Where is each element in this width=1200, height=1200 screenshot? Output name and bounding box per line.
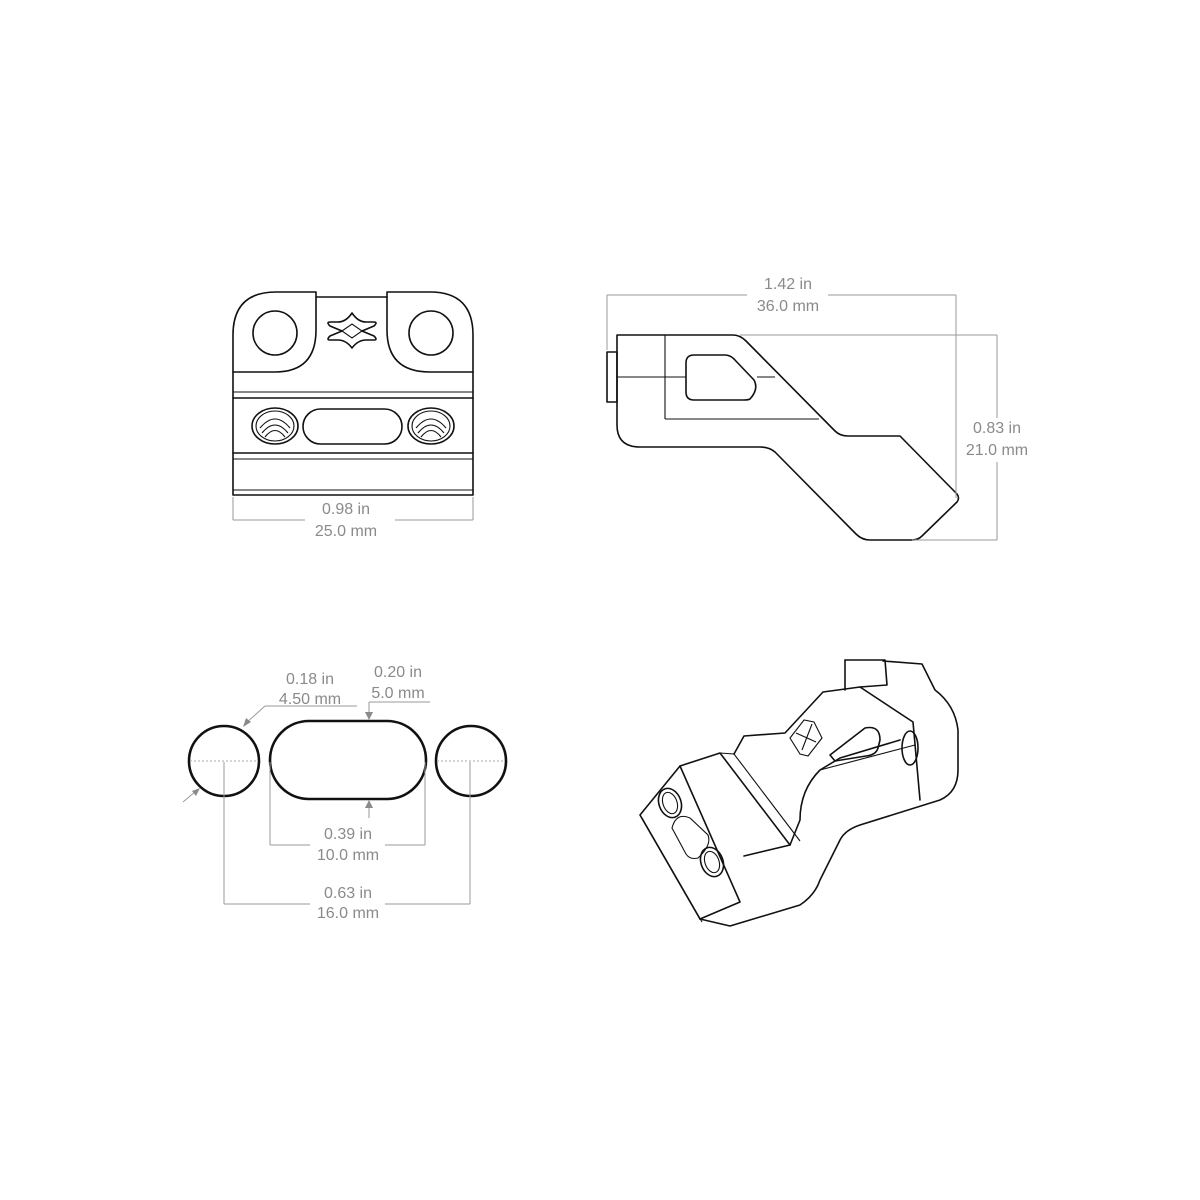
front-view: 0.98 in 25.0 mm (232, 291, 474, 540)
side-length-mm: 36.0 mm (757, 298, 819, 315)
hole-right (434, 724, 508, 798)
threaded-hole-right (407, 407, 455, 445)
threaded-hole-left (251, 407, 299, 445)
isometric-view (639, 659, 959, 927)
logo-icon (327, 312, 377, 349)
hole-spacing-in: 0.63 in (324, 885, 372, 902)
slot-width-dimension: 0.20 in 5.0 mm (365, 664, 430, 818)
side-height-in: 0.83 in (973, 420, 1021, 437)
hole-diameter-dimension: 0.18 in 4.50 mm (182, 671, 357, 803)
side-height-mm: 21.0 mm (966, 442, 1028, 459)
hole-spacing-mm: 16.0 mm (317, 905, 379, 922)
slot-length-dimension: 0.39 in 10.0 mm (269, 762, 426, 864)
hole-dia-in: 0.18 in (286, 671, 334, 688)
side-length-in: 1.42 in (764, 276, 812, 293)
front-width-mm: 25.0 mm (315, 523, 377, 540)
hole-spacing-dimension: 0.63 in 16.0 mm (223, 762, 471, 922)
iso-threaded-hole-bottom (699, 846, 725, 878)
side-length-dimension: 1.42 in 36.0 mm (606, 276, 957, 498)
front-width-in: 0.98 in (322, 501, 370, 518)
side-view: 1.42 in 36.0 mm 0.83 in 21.0 mm (606, 276, 1028, 541)
iso-threaded-hole-top (657, 787, 683, 819)
hole-pattern-view: 0.18 in 4.50 mm 0.20 in 5.0 mm 0.39 in 1… (182, 664, 508, 922)
slot-width-mm: 5.0 mm (371, 685, 424, 702)
slot-width-in: 0.20 in (374, 664, 422, 681)
slot-length-in: 0.39 in (324, 826, 372, 843)
hole-dia-mm: 4.50 mm (279, 691, 341, 708)
iso-logo-icon (789, 719, 823, 757)
slot (268, 719, 428, 801)
slot-length-mm: 10.0 mm (317, 847, 379, 864)
front-width-dimension: 0.98 in 25.0 mm (232, 497, 474, 540)
side-height-dimension: 0.83 in 21.0 mm (740, 334, 1028, 541)
